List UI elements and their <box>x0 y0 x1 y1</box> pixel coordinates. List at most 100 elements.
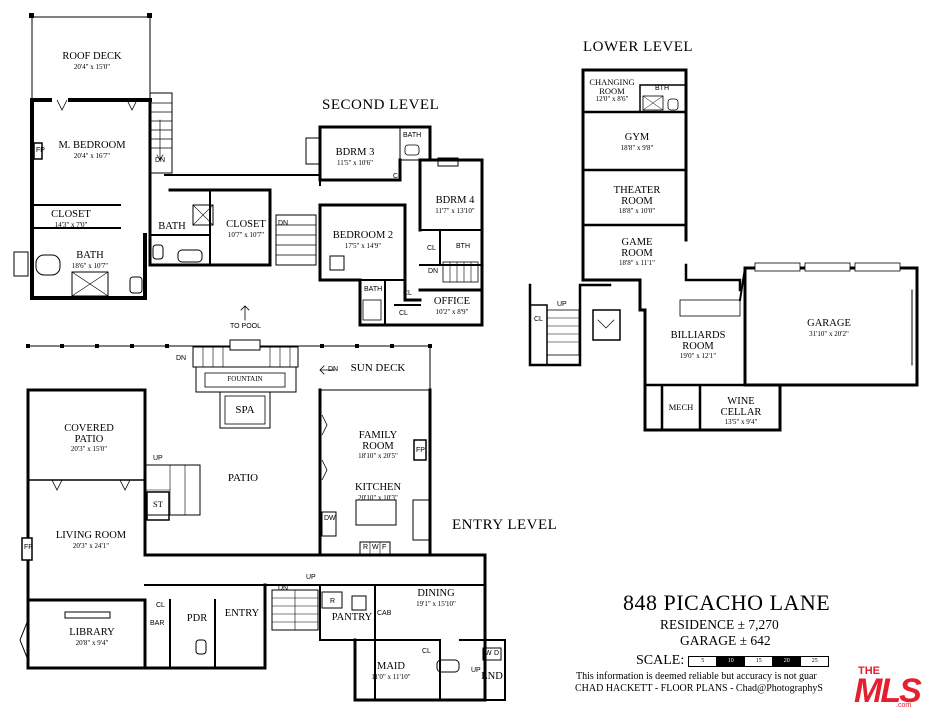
room-theater: THEATER ROOM 18'8" x 10'0" <box>614 185 661 215</box>
room-name: MAID <box>377 661 405 672</box>
room-name: BATH <box>158 221 186 232</box>
mls-logo-the: THE <box>858 665 880 677</box>
room-wine-cellar: WINE CELLAR 13'5" x 9'4" <box>721 396 762 426</box>
room-name: GAME <box>621 237 653 248</box>
stair-up-mark: UP <box>153 455 163 462</box>
room-dimensions: 19'1" x 15'10" <box>416 599 456 608</box>
mls-logo-text: MLS <box>854 672 922 710</box>
freezer-mark: F <box>382 544 387 551</box>
room-name: PDR <box>186 613 208 624</box>
room-name: PATIO <box>227 472 259 484</box>
lower-level-walls <box>528 68 919 432</box>
room-name: FOUNTAIN <box>227 375 263 383</box>
room-dimensions: 31'10" x 20'2" <box>809 329 849 338</box>
washer-mark: W <box>372 544 379 551</box>
room-name: WINE <box>727 396 755 407</box>
entry-level-walls <box>19 339 506 702</box>
bath-mark: BATH <box>403 132 422 139</box>
room-name: BDRM 3 <box>335 147 375 158</box>
room-name: PANTRY <box>331 612 373 623</box>
room-master-bedroom: M. BEDROOM 20'4" x 16'7" <box>58 140 126 160</box>
room-bdrm-3: BDRM 3 11'5" x 10'6" <box>335 147 375 167</box>
cabinet-mark: CAB <box>377 610 392 617</box>
refrigerator-mark: R <box>363 544 369 551</box>
bath-mark: BTH <box>655 85 669 92</box>
room-name: BILLIARDS <box>670 330 726 341</box>
room-office: OFFICE 10'2" x 8'9" <box>433 296 471 316</box>
room-dimensions: 14'3" x 7'0" <box>54 220 88 229</box>
fountain-label: FOUNTAIN <box>227 376 262 383</box>
room-name: SUN DECK <box>350 362 406 374</box>
room-gym: GYM 18'8" x 9'8" <box>620 132 654 152</box>
bar-mark: BAR <box>150 620 165 627</box>
room-living: LIVING ROOM 20'3" x 24'1" <box>55 530 127 550</box>
storage-label: ST <box>153 500 163 509</box>
room-dimensions: 20'3" x 24'1" <box>72 541 110 550</box>
closet-mark: CL <box>422 648 431 655</box>
scale-label: SCALE: <box>636 653 685 668</box>
room-name: CLOSET <box>226 219 266 230</box>
room-name: BATH <box>76 250 104 261</box>
room-name: PATIO <box>74 433 104 445</box>
room-name: OFFICE <box>433 296 471 307</box>
room-dimensions: 18'8" x 11'1" <box>619 259 655 267</box>
credit-line: CHAD HACKETT - FLOOR PLANS - Chad@Photog… <box>575 683 823 694</box>
room-name: GARAGE <box>807 318 851 329</box>
second-level-title: SECOND LEVEL <box>322 97 440 113</box>
room-name: CHANGING <box>589 77 635 87</box>
room-dimensions: 13'5" x 9'4" <box>724 418 758 426</box>
room-master-closet: CLOSET 14'3" x 7'0" <box>51 209 91 229</box>
scale-tick: 15 <box>745 656 774 666</box>
room-pantry: PANTRY <box>331 612 373 624</box>
room-name: LIVING ROOM <box>55 530 127 541</box>
fireplace-mark: FP <box>416 447 425 454</box>
room-name: ROOM <box>621 195 653 207</box>
room-dining: DINING 19'1" x 15'10" <box>416 588 456 608</box>
room-kitchen: KITCHEN 20'10" x 10'3" <box>354 482 402 502</box>
closet-mark: CL <box>403 290 412 297</box>
scale-tick: 5 <box>689 656 718 666</box>
scale-tick: 25 <box>811 657 818 664</box>
room-name: LIBRARY <box>69 627 115 638</box>
room-family: FAMILY ROOM 18'10" x 20'5" <box>358 430 398 460</box>
room-name: LND <box>481 671 503 682</box>
room-dimensions: 18'8" x 9'8" <box>620 143 654 152</box>
scale-tick: 20 <box>773 656 802 666</box>
dishwasher-mark: DW <box>324 515 336 522</box>
property-address: 848 PICACHO LANE <box>623 590 831 615</box>
room-name: MECH <box>668 402 694 412</box>
room-changing: CHANGING ROOM 12'0" x 8'6" <box>589 78 634 103</box>
room-name: BDRM 4 <box>435 195 475 206</box>
room-dimensions: 10'2" x 8'9" <box>435 307 469 316</box>
room-patio: PATIO <box>228 473 258 484</box>
bath-mark: BTH <box>456 243 470 250</box>
room-name: ROOF DECK <box>62 51 122 62</box>
room-name: COVERED <box>64 423 114 434</box>
room-name: M. BEDROOM <box>58 140 126 151</box>
room-name: SPA <box>235 404 255 416</box>
disclaimer: This information is deemed reliable but … <box>576 671 817 682</box>
room-dimensions: 19'0" x 12'1" <box>679 352 717 360</box>
closet-mark: CL <box>393 173 402 180</box>
stair-down-mark: DN <box>176 355 187 362</box>
stair-down-mark: DN <box>155 157 166 164</box>
room-bedroom-2: BEDROOM 2 17'5" x 14'9" <box>333 230 393 250</box>
room-library: LIBRARY 20'8" x 9'4" <box>69 627 115 647</box>
room-bdrm-4: BDRM 4 11'7" x 13'10" <box>435 195 475 215</box>
room-name: ST <box>153 499 163 509</box>
scale-ticks: 5 10 15 20 25 <box>688 655 830 667</box>
room-powder: PDR <box>186 613 208 625</box>
scale-bar: SCALE: 5 10 15 20 25 <box>636 653 830 669</box>
stair-down-mark: DN <box>278 585 289 592</box>
bath-mark: BATH <box>364 286 383 293</box>
room-name: KITCHEN <box>354 482 402 493</box>
room-dimensions: 11'0" x 11'10" <box>371 672 411 681</box>
second-level-walls <box>13 13 484 327</box>
room-dimensions: 20'8" x 9'4" <box>75 638 109 647</box>
room-sun-deck: SUN DECK <box>351 363 406 374</box>
stair-up-mark: UP <box>306 574 316 581</box>
room-name: ROOM <box>599 85 625 96</box>
garage-area: GARAGE ± 642 <box>680 633 771 648</box>
room-game: GAME ROOM 18'8" x 11'1" <box>619 237 655 267</box>
fireplace-mark: FP <box>24 544 33 551</box>
